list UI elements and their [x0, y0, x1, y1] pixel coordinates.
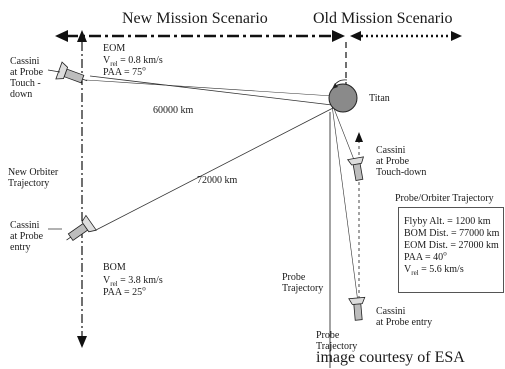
table-paa: PAA = 40o [404, 249, 447, 263]
probe-trajectory-label: Probe Trajectory [282, 272, 324, 294]
distance-72000km: 72000 km [197, 175, 238, 186]
table-flyby: Flyby Alt. = 1200 km [404, 216, 491, 227]
table-bom-dist: BOM Dist. = 77000 km [404, 228, 500, 239]
old-cassini-touchdown-label: Cassini at Probe Touch-down [376, 145, 427, 178]
new-orbiter-arrowhead-top [77, 30, 87, 42]
bom-paa: PAA = 25o [103, 284, 146, 298]
old-cassini-entry-label: Cassini at Probe entry [376, 306, 433, 328]
eom-label: EOM [103, 43, 126, 54]
new-scenario-arrowhead-right [332, 30, 345, 42]
line-old-entry [331, 104, 360, 311]
cassini-spacecraft-icon [66, 214, 97, 241]
distance-60000km: 60000 km [153, 105, 194, 116]
new-orbiter-trajectory-label: New Orbiter Trajectory [8, 167, 59, 189]
line-eom-upper [85, 79, 334, 97]
titan-label: Titan [369, 93, 390, 104]
cassini-touchdown-label: Cassini at Probe Touch - down [10, 56, 44, 100]
probe-orbiter-table [398, 207, 504, 293]
old-scenario-arrowhead-left [350, 31, 361, 41]
table-vrel: Vrel = 5.6 km/s [404, 264, 464, 277]
eom-paa: PAA = 75o [103, 64, 146, 78]
probe-trajectory-label-lower: Probe Trajectory [316, 330, 358, 352]
titan-circle [328, 83, 358, 113]
bom-vrel: Vrel = 3.8 km/s [103, 275, 163, 288]
new-scenario-arrowhead-left [55, 30, 68, 42]
cassini-spacecraft-icon [55, 61, 88, 84]
cassini-spacecraft-icon [346, 156, 365, 181]
bom-label: BOM [103, 262, 126, 273]
probe-orbiter-table-title: Probe/Orbiter Trajectory [395, 193, 494, 204]
old-scenario-arrowhead-right [451, 31, 462, 41]
new-scenario-header: New Mission Scenario [122, 10, 268, 27]
new-orbiter-arrowhead-bottom [77, 336, 87, 348]
line-72000km [95, 107, 334, 231]
image-credit: image courtesy of ESA [316, 349, 465, 366]
eom-vrel: Vrel = 0.8 km/s [103, 55, 163, 68]
cassini-spacecraft-icon [348, 296, 366, 321]
line-60000km [89, 75, 333, 106]
old-scenario-header: Old Mission Scenario [313, 10, 453, 27]
table-eom-dist: EOM Dist. = 27000 km [404, 240, 499, 251]
cassini-entry-label: Cassini at Probe entry [10, 220, 44, 253]
